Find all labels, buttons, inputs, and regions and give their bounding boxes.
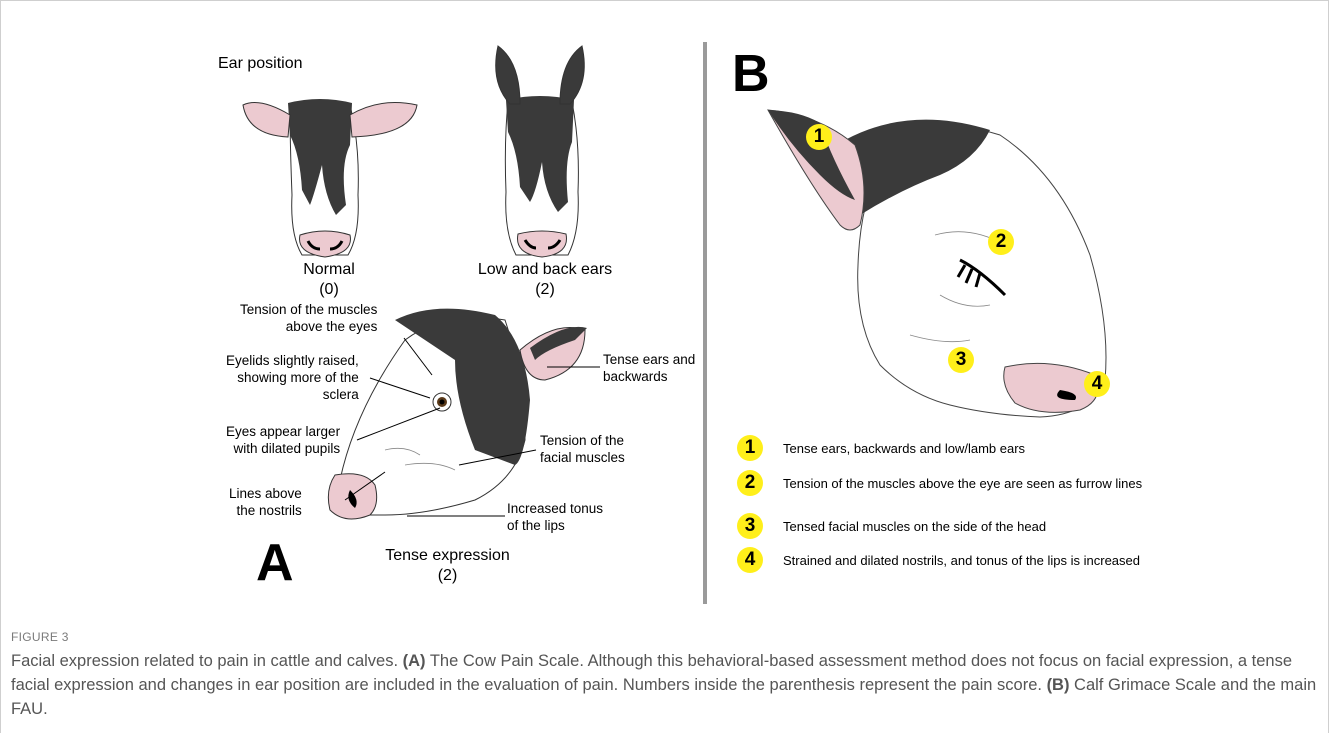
legend-item-4: 4 Strained and dilated nostrils, and ton… <box>737 547 1143 573</box>
calf-marker-3: 3 <box>948 347 974 373</box>
legend-item-2: 2 Tension of the muscles above the eye a… <box>737 470 1143 496</box>
legend-badge-3: 3 <box>737 513 763 539</box>
legend-badge-1: 1 <box>737 435 763 461</box>
panel-divider <box>703 42 707 604</box>
tense-score: (2) <box>360 566 535 586</box>
calf-marker-4: 4 <box>1084 371 1110 397</box>
figure-label: FIGURE 3 <box>11 630 69 644</box>
tense-caption: Tense expression <box>360 546 535 566</box>
annotation-tension-above-eyes: Tension of the muscles above the eyes <box>240 301 377 335</box>
legend-text-2: Tension of the muscles above the eye are… <box>783 470 1143 492</box>
annotation-tension-facial: Tension of the facial muscles <box>540 432 625 466</box>
legend-badge-2: 2 <box>737 470 763 496</box>
legend-badge-4: 4 <box>737 547 763 573</box>
panel-b-letter: B <box>732 48 770 100</box>
calf-grimace-head-illustration <box>760 105 1125 425</box>
legend-text-4: Strained and dilated nostrils, and tonus… <box>783 547 1143 569</box>
legend-text-3: Tensed facial muscles on the side of the… <box>783 513 1143 535</box>
panel-a-letter: A <box>256 537 294 589</box>
caption-b-tag: (B) <box>1047 676 1070 694</box>
legend-item-3: 3 Tensed facial muscles on the side of t… <box>737 513 1143 539</box>
annotation-tense-ears: Tense ears and backwards <box>603 351 695 385</box>
caption-a-tag: (A) <box>403 652 426 670</box>
annotation-eyelids-raised: Eyelids slightly raised, showing more of… <box>226 352 359 403</box>
legend-text-1: Tense ears, backwards and low/lamb ears <box>783 435 1143 457</box>
figure-caption: Facial expression related to pain in cat… <box>11 649 1321 721</box>
legend-item-1: 1 Tense ears, backwards and low/lamb ear… <box>737 435 1143 461</box>
annotation-eyes-larger: Eyes appear larger with dilated pupils <box>226 423 340 457</box>
annotation-increased-tonus: Increased tonus of the lips <box>507 500 603 534</box>
annotation-lines-above-nostrils: Lines above the nostrils <box>229 485 302 519</box>
calf-marker-2: 2 <box>988 229 1014 255</box>
calf-marker-1: 1 <box>806 124 832 150</box>
caption-intro: Facial expression related to pain in cat… <box>11 652 403 670</box>
